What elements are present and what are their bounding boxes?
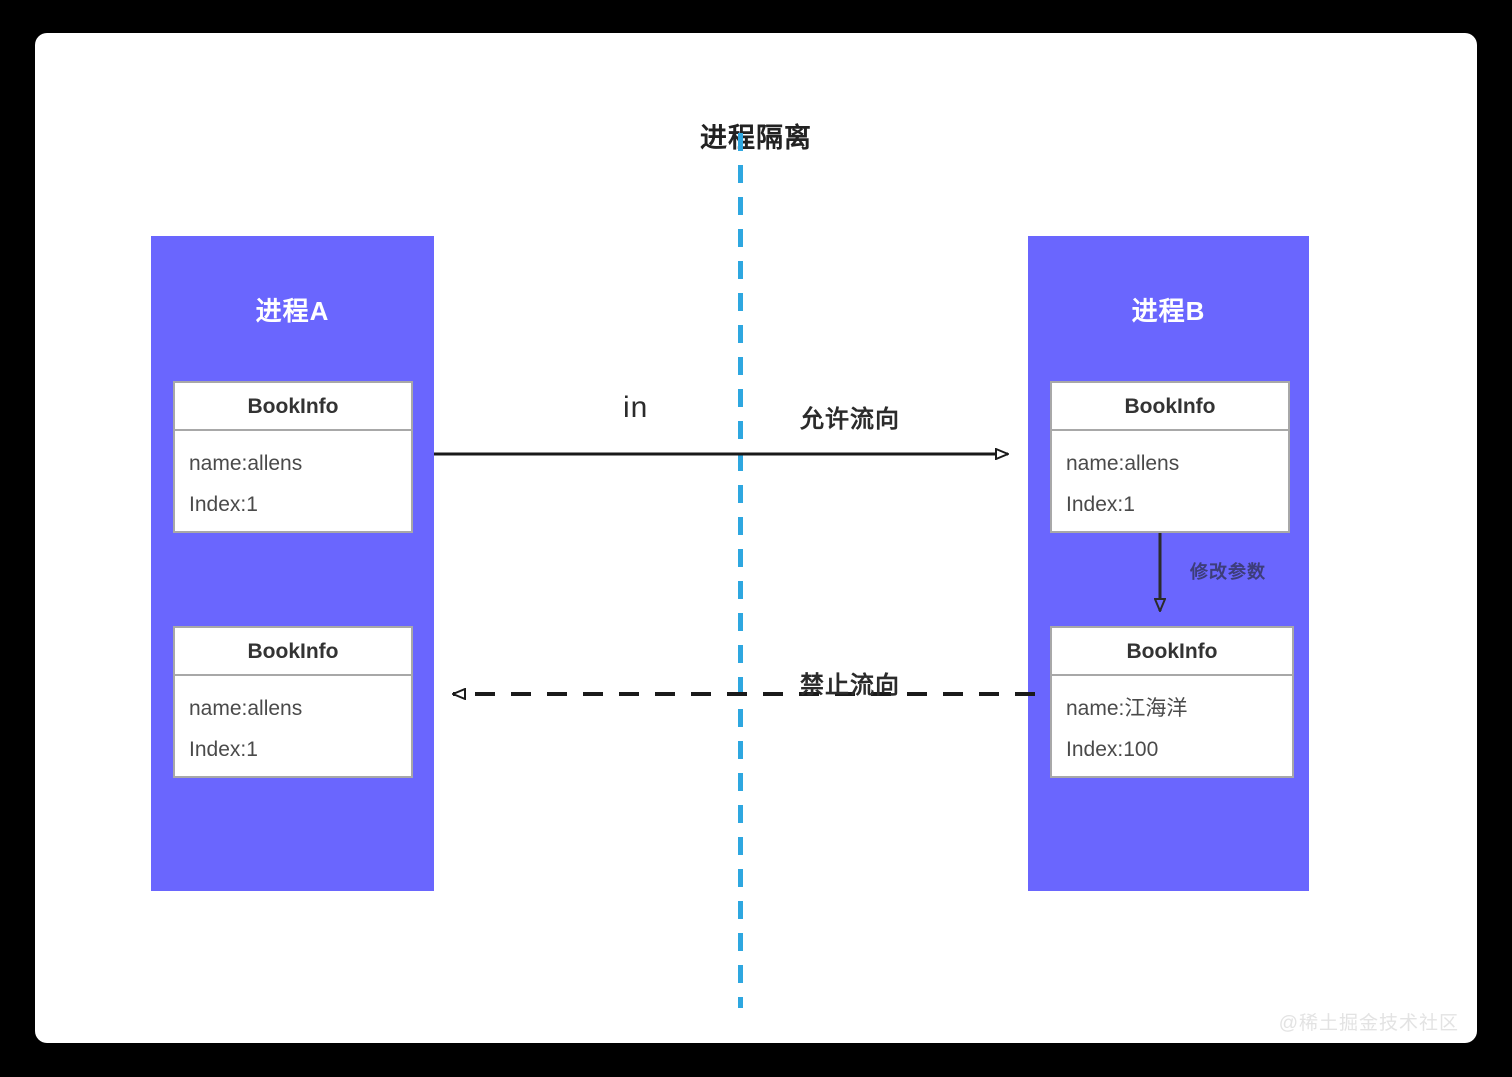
card-row-name: name:allens: [189, 452, 303, 475]
process-b-bookinfo-card-1: BookInfo name:allens Index:1: [1050, 381, 1290, 533]
card-body: name:allens Index:1: [175, 676, 411, 780]
card-header: BookInfo: [1052, 628, 1292, 676]
diagram-canvas: 进程隔离 进程A BookInfo name:allens Index:1 Bo…: [35, 33, 1477, 1043]
process-isolation-divider: [738, 133, 743, 1008]
card-header: BookInfo: [175, 628, 411, 676]
edge-allow-label: 允许流向: [800, 406, 900, 433]
card-row-index: Index:100: [1066, 738, 1159, 761]
process-a-panel: 进程A BookInfo name:allens Index:1 BookInf…: [151, 236, 434, 891]
edge-forbid-label: 禁止流向: [800, 672, 900, 699]
process-a-bookinfo-card-1: BookInfo name:allens Index:1: [173, 381, 413, 533]
process-b-title: 进程B: [1131, 296, 1206, 326]
process-b-bookinfo-card-2: BookInfo name:江海洋 Index:100: [1050, 626, 1294, 778]
edge-allow-in-label: in: [623, 391, 649, 424]
card-body: name:allens Index:1: [1052, 431, 1288, 535]
process-b-panel: 进程B BookInfo name:allens Index:1 BookInf…: [1028, 236, 1309, 891]
card-header: BookInfo: [1052, 383, 1288, 431]
card-row-name: name:allens: [1066, 452, 1180, 475]
edge-modify-label: 修改参数: [1190, 562, 1266, 582]
card-body: name:allens Index:1: [175, 431, 411, 535]
card-header: BookInfo: [175, 383, 411, 431]
card-body: name:江海洋 Index:100: [1052, 676, 1292, 780]
card-row-name: name:江海洋: [1066, 697, 1188, 720]
process-a-title: 进程A: [255, 296, 330, 326]
card-row-index: Index:1: [189, 493, 258, 516]
watermark: @稀土掘金技术社区: [1278, 1013, 1459, 1034]
process-a-bookinfo-card-2: BookInfo name:allens Index:1: [173, 626, 413, 778]
diagram-title: 进程隔离: [700, 123, 812, 153]
card-row-name: name:allens: [189, 697, 303, 720]
card-row-index: Index:1: [189, 738, 258, 761]
card-row-index: Index:1: [1066, 493, 1135, 516]
